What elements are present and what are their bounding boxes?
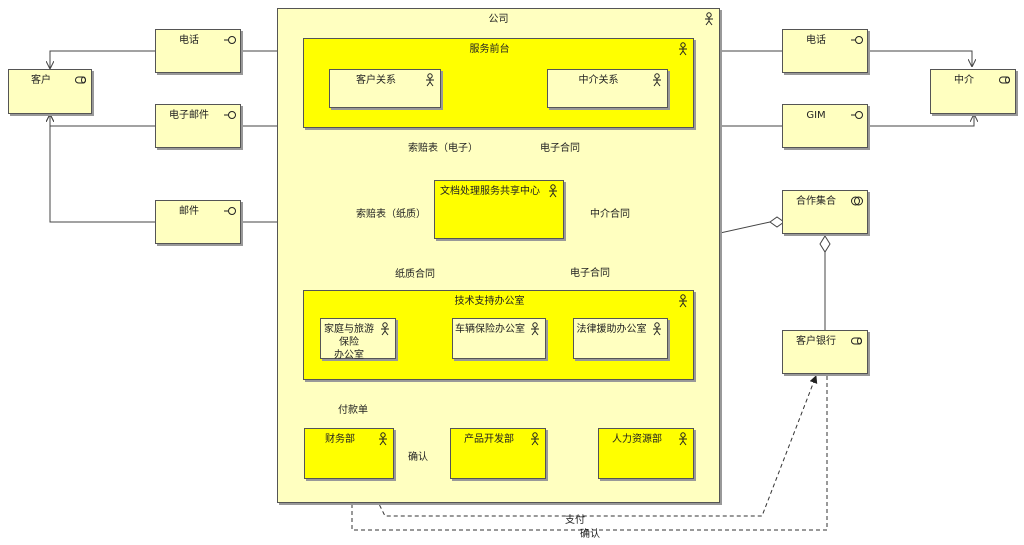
node-label: 客户 [31, 75, 51, 86]
node-label: 中介关系 [578, 75, 619, 86]
node-label: 车辆保险办公室 [455, 324, 525, 335]
edge-label-payment-order: 付款单 [338, 405, 368, 416]
edge-email-customer [50, 115, 155, 127]
edge-phone-customer [50, 50, 155, 68]
actor-icon [426, 73, 434, 87]
edge-label-confirm-2: 确认 [580, 529, 600, 540]
edge-label-e-contract-2: 电子合同 [570, 268, 610, 279]
node-mail[interactable]: 邮件 [155, 200, 241, 244]
node-label: 电话 [806, 35, 826, 46]
actor-icon [679, 294, 687, 308]
node-finance[interactable]: 财务部 [304, 428, 394, 479]
node-label: GIM [806, 110, 826, 121]
node-phone-right[interactable]: 电话 [782, 29, 868, 73]
edge-finance-bank [366, 375, 818, 517]
node-label: 客户银行 [796, 336, 836, 347]
node-customer-relation[interactable]: 客户关系 [329, 69, 441, 108]
edge-label-e-contract-1: 电子合同 [540, 143, 580, 154]
node-label: 技术支持办公室 [454, 296, 525, 307]
node-hr[interactable]: 人力资源部 [598, 428, 694, 479]
node-product-dev[interactable]: 产品开发部 [450, 428, 546, 479]
interface-icon [224, 36, 236, 44]
node-label: 中介 [954, 75, 974, 86]
edge-label-claim-electronic: 索赔表（电子） [408, 143, 478, 154]
actor-icon [549, 184, 557, 198]
interface-icon [851, 36, 863, 44]
edge-label-agent-contract: 中介合同 [590, 209, 630, 220]
node-legal[interactable]: 法律援助办公室 [573, 318, 668, 359]
actor-icon [679, 42, 687, 56]
node-label: 合作集合 [796, 196, 836, 207]
node-label: 产品开发部 [464, 434, 514, 445]
collaboration-icon [851, 196, 863, 206]
node-phone-left[interactable]: 电话 [155, 29, 241, 73]
interface-icon [224, 111, 236, 119]
actor-icon [653, 322, 661, 336]
edge-label-claim-paper: 索赔表（纸质） [356, 209, 426, 220]
node-email[interactable]: 电子邮件 [155, 104, 241, 148]
edge-bank-finance [348, 376, 828, 531]
edge-phone-agent [866, 50, 972, 66]
business-role-icon [851, 337, 862, 345]
actor-icon [705, 12, 713, 26]
edge-gim-agent [866, 115, 974, 127]
node-agent-relation[interactable]: 中介关系 [547, 69, 668, 108]
business-role-icon [75, 76, 86, 84]
actor-icon [679, 432, 687, 446]
business-role-icon [999, 76, 1010, 84]
node-label: 电子邮件 [169, 110, 209, 121]
node-customer[interactable]: 客户 [8, 69, 92, 114]
edge-label-confirm-1: 确认 [408, 452, 428, 463]
interface-icon [224, 207, 236, 215]
node-collaboration[interactable]: 合作集合 [782, 190, 868, 234]
node-doc-center[interactable]: 文档处理服务共享中心 [434, 180, 564, 239]
node-customer-bank[interactable]: 客户银行 [782, 330, 868, 374]
node-label: 邮件 [179, 206, 199, 217]
node-label: 财务部 [325, 434, 355, 445]
edge-label-payment: 支付 [565, 515, 585, 526]
node-label: 客户关系 [356, 75, 396, 86]
actor-icon [531, 432, 539, 446]
edge-mail-customer [50, 115, 155, 223]
node-home-travel[interactable]: 家庭与旅游保险 办公室 [320, 318, 396, 361]
company-label: 公司 [488, 14, 509, 25]
node-agent[interactable]: 中介 [930, 69, 1016, 114]
node-gim[interactable]: GIM [782, 104, 868, 148]
node-label: 文档处理服务共享中心 [440, 186, 540, 197]
node-label: 家庭与旅游保险 办公室 [324, 324, 374, 361]
actor-icon [379, 432, 387, 446]
edge-label-paper-contract: 纸质合同 [395, 269, 435, 280]
actor-icon [653, 73, 661, 87]
actor-icon [531, 322, 539, 336]
node-label: 人力资源部 [612, 434, 662, 445]
node-label: 电话 [179, 35, 199, 46]
interface-icon [851, 111, 863, 119]
node-label: 服务前台 [469, 44, 510, 55]
actor-icon [381, 322, 389, 336]
node-label: 法律援助办公室 [576, 324, 647, 335]
node-vehicle[interactable]: 车辆保险办公室 [452, 318, 546, 359]
